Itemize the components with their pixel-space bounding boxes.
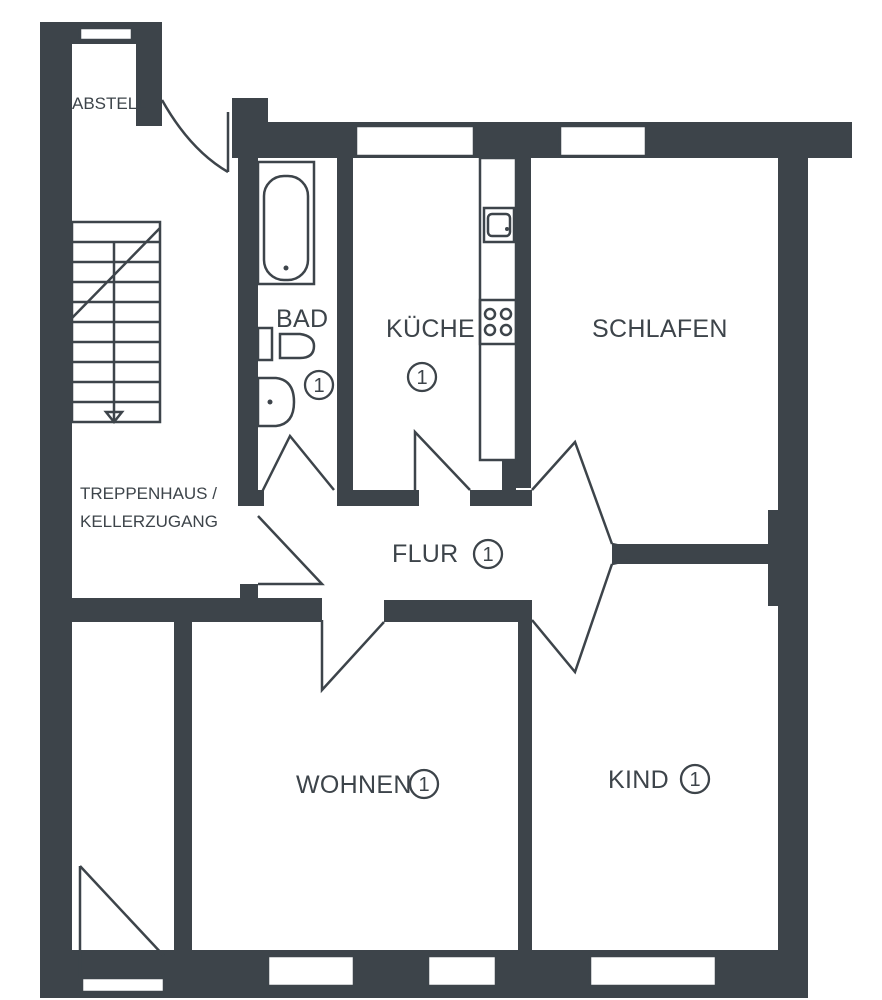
kitchen-counter bbox=[478, 156, 518, 490]
room-label-treppenhaus-line1: TREPPENHAUS / bbox=[80, 484, 217, 503]
room-label-schlafen: SCHLAFEN bbox=[592, 315, 728, 343]
sink-icon bbox=[256, 376, 296, 428]
closet bbox=[78, 865, 165, 978]
svg-text:1: 1 bbox=[418, 774, 429, 796]
marker-kind: 1 bbox=[679, 763, 711, 795]
room-label-abstell: ABSTELL bbox=[72, 94, 147, 113]
stairs bbox=[70, 220, 162, 425]
room-label-wohnen: WOHNEN bbox=[296, 771, 412, 799]
windows bbox=[78, 26, 718, 994]
toilet-icon bbox=[256, 326, 316, 362]
outer-walls bbox=[40, 22, 852, 998]
room-label-treppenhaus-line2: KELLERZUGANG bbox=[80, 512, 218, 531]
marker-flur: 1 bbox=[472, 538, 504, 570]
room-label-flur: FLUR bbox=[392, 540, 458, 568]
svg-text:1: 1 bbox=[313, 375, 324, 397]
svg-text:1: 1 bbox=[416, 367, 427, 389]
marker-kueche: 1 bbox=[406, 361, 438, 393]
interior-walls bbox=[40, 128, 792, 950]
doors bbox=[160, 99, 631, 694]
room-label-bad: BAD bbox=[276, 305, 328, 333]
room-label-kind: KIND bbox=[608, 766, 669, 794]
bathtub-icon bbox=[256, 160, 316, 286]
room-label-kueche: KÜCHE bbox=[386, 315, 475, 343]
marker-wohnen: 1 bbox=[408, 768, 440, 800]
svg-text:1: 1 bbox=[689, 769, 700, 791]
svg-text:1: 1 bbox=[482, 544, 493, 566]
marker-bad: 1 bbox=[303, 369, 335, 401]
